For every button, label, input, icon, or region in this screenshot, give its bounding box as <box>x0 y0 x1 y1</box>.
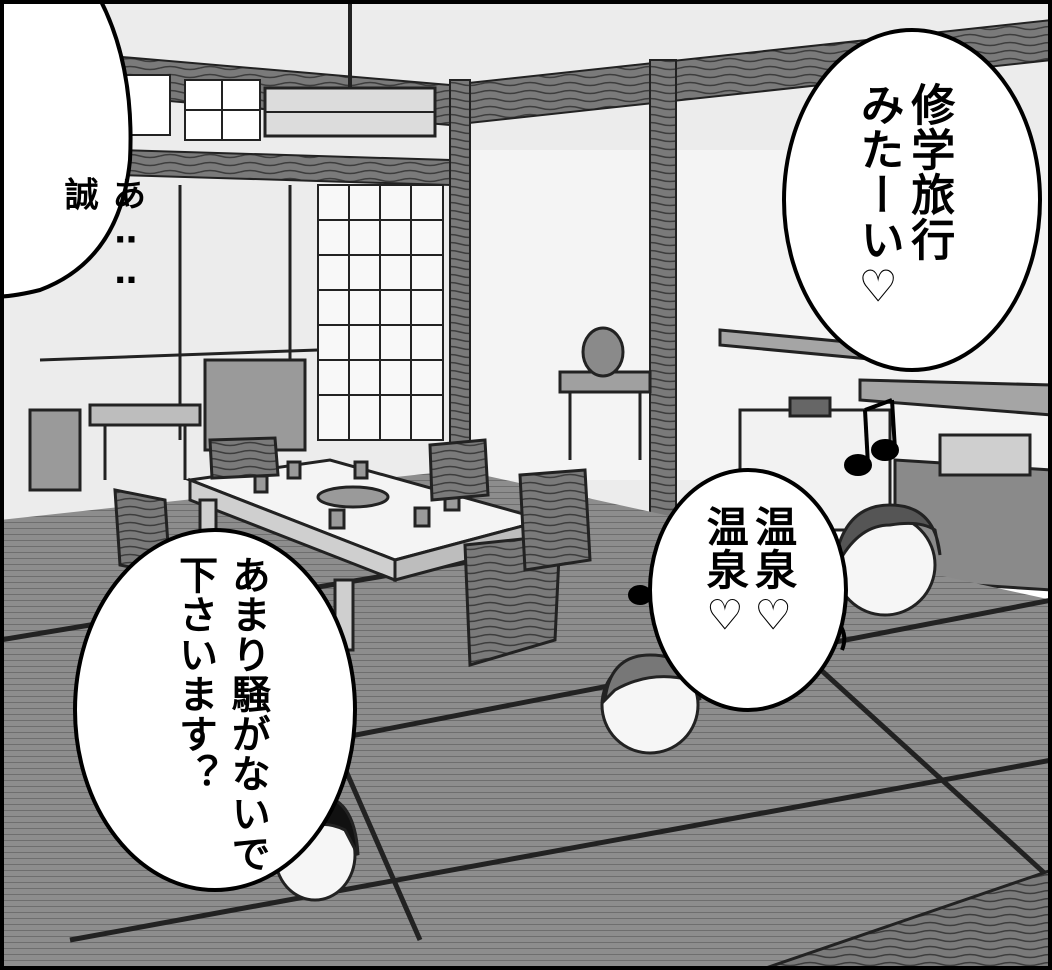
speech-text-left-partial: あ‥‥ 誠 <box>6 14 196 293</box>
speech-line: あ‥‥ <box>105 176 146 293</box>
speech-text-not-noisy: あまり騒がないで 下さいます？ <box>172 555 271 874</box>
vase-stand <box>558 326 652 460</box>
pillar <box>649 59 677 531</box>
speech-text-school-trip: 修学旅行 みたーい♡ <box>852 82 955 314</box>
speech-line: 誠 <box>58 176 99 212</box>
shoji-screen <box>317 184 444 441</box>
speech-bubbles <box>0 0 1042 892</box>
window-chairs <box>28 358 307 492</box>
foreground-beam <box>759 868 1052 970</box>
speech-text-onsen: 温泉♡ 温泉♡ <box>700 505 798 641</box>
low-table <box>184 458 551 652</box>
